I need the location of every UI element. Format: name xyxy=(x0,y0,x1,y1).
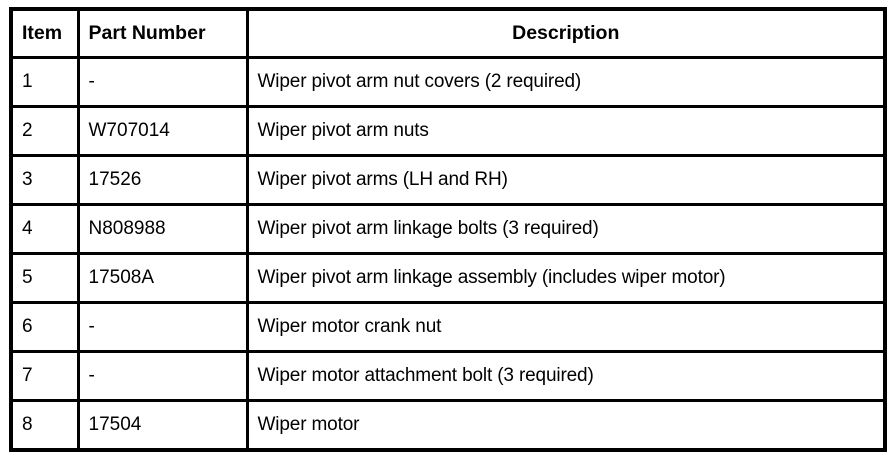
cell-description: Wiper motor attachment bolt (3 required) xyxy=(245,350,887,402)
table-row: 4 N808988 Wiper pivot arm linkage bolts … xyxy=(9,203,887,255)
cell-item: 3 xyxy=(9,154,80,206)
cell-part-number: 17504 xyxy=(76,399,249,452)
table-row: 3 17526 Wiper pivot arms (LH and RH) xyxy=(9,154,887,206)
cell-description: Wiper motor xyxy=(245,399,887,452)
cell-description: Wiper pivot arm nuts xyxy=(245,105,887,157)
cell-description: Wiper pivot arms (LH and RH) xyxy=(245,154,887,206)
cell-part-number: W707014 xyxy=(76,105,249,157)
cell-part-number: - xyxy=(76,301,249,353)
table-row: 2 W707014 Wiper pivot arm nuts xyxy=(9,105,887,157)
cell-description: Wiper pivot arm nut covers (2 required) xyxy=(245,56,887,108)
table-row: 8 17504 Wiper motor xyxy=(9,399,887,452)
cell-description: Wiper pivot arm linkage bolts (3 require… xyxy=(245,203,887,255)
table-header: Item Part Number Description xyxy=(9,7,887,59)
column-header-part-number: Part Number xyxy=(76,7,249,59)
cell-part-number: - xyxy=(76,56,249,108)
cell-item: 1 xyxy=(9,56,80,108)
table-row: 6 - Wiper motor crank nut xyxy=(9,301,887,353)
table-row: 1 - Wiper pivot arm nut covers (2 requir… xyxy=(9,56,887,108)
cell-description: Wiper pivot arm linkage assembly (includ… xyxy=(245,252,887,304)
cell-part-number: - xyxy=(76,350,249,402)
cell-item: 6 xyxy=(9,301,80,353)
cell-part-number: N808988 xyxy=(76,203,249,255)
cell-part-number: 17508A xyxy=(76,252,249,304)
cell-description: Wiper motor crank nut xyxy=(245,301,887,353)
table-row: 7 - Wiper motor attachment bolt (3 requi… xyxy=(9,350,887,402)
cell-item: 8 xyxy=(9,399,80,452)
cell-item: 4 xyxy=(9,203,80,255)
table-body: 1 - Wiper pivot arm nut covers (2 requir… xyxy=(9,56,887,452)
cell-item: 2 xyxy=(9,105,80,157)
column-header-description: Description xyxy=(245,7,887,59)
table-row: 5 17508A Wiper pivot arm linkage assembl… xyxy=(9,252,887,304)
table-header-row: Item Part Number Description xyxy=(9,7,887,59)
column-header-item: Item xyxy=(9,7,80,59)
parts-legend-table: Item Part Number Description 1 - Wiper p… xyxy=(9,7,887,452)
cell-part-number: 17526 xyxy=(76,154,249,206)
cell-item: 5 xyxy=(9,252,80,304)
cell-item: 7 xyxy=(9,350,80,402)
